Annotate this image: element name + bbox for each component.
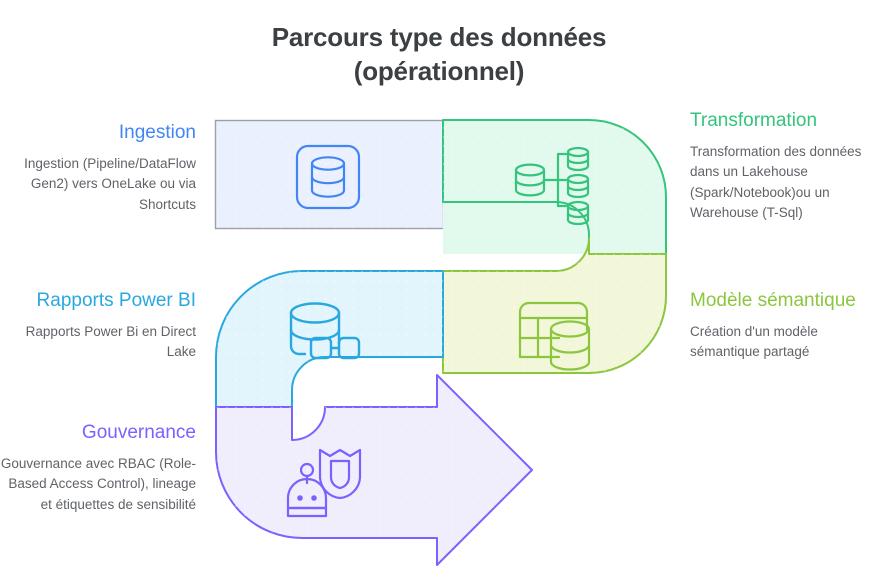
powerbi-body: Rapports Power Bi en Direct Lake bbox=[25, 323, 196, 360]
ingestion-panel-texture bbox=[215, 120, 444, 229]
semantique-cell-texture bbox=[443, 238, 666, 373]
stage-shape-ingestion bbox=[214, 119, 445, 230]
stage-label-powerbi: Rapports Power BI Rapports Power Bi en D… bbox=[0, 288, 196, 363]
table-with-database-icon bbox=[518, 301, 591, 371]
database-fanout-icon bbox=[514, 146, 590, 226]
stage-label-gouvernance: Gouvernance Gouvernance avec RBAC (Role-… bbox=[0, 420, 196, 515]
robot-with-shield-icon bbox=[286, 448, 362, 518]
semantique-body: Création d'un modèle sémantique partagé bbox=[690, 323, 818, 360]
powerbi-heading: Rapports Power BI bbox=[36, 290, 196, 311]
transformation-heading: Transformation bbox=[690, 110, 818, 131]
stage-label-semantique: Modèle sémantique Création d'un modèle s… bbox=[690, 288, 878, 363]
transformation-body: Transformation des données dans un Lakeh… bbox=[690, 143, 862, 221]
page-title: Parcours type des données (opérationnel) bbox=[0, 20, 878, 89]
transformation-cell-texture bbox=[443, 120, 666, 254]
page-title-line-2: (opérationnel) bbox=[353, 56, 525, 87]
stage-label-transformation: Transformation Transformation des donnée… bbox=[690, 108, 878, 224]
gouvernance-cell-texture bbox=[216, 375, 532, 565]
gouvernance-body: Gouvernance avec RBAC (Role-Based Access… bbox=[0, 455, 196, 512]
stage-label-ingestion: Ingestion Ingestion (Pipeline/DataFlow G… bbox=[0, 120, 196, 215]
ingestion-heading: Ingestion bbox=[118, 122, 196, 143]
database-with-nodes-icon bbox=[289, 302, 361, 360]
gouvernance-heading: Gouvernance bbox=[81, 422, 196, 443]
ingestion-body: Ingestion (Pipeline/DataFlow Gen2) vers … bbox=[24, 155, 196, 212]
database-in-rounded-square-icon bbox=[295, 144, 361, 210]
page-title-line-1: Parcours type des données bbox=[271, 22, 607, 52]
semantique-heading: Modèle sémantique bbox=[690, 290, 856, 311]
